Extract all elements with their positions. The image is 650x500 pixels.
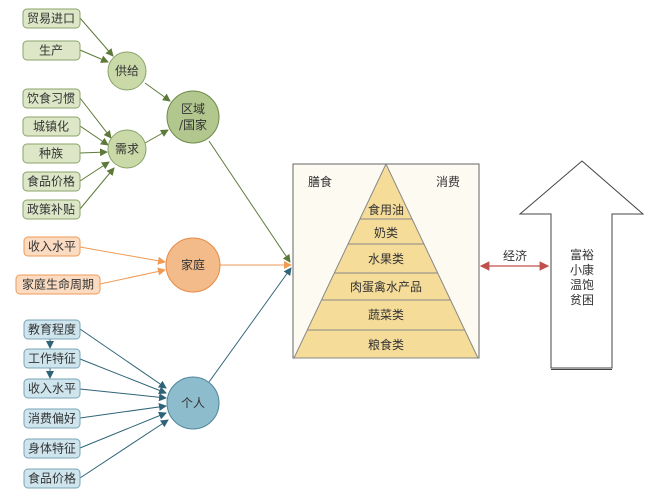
- individual-node: [166, 376, 220, 430]
- individual-input: 教育程度: [28, 322, 76, 337]
- region-label-line1: 区域: [181, 102, 205, 116]
- household-node: [165, 237, 221, 293]
- household-input: 收入水平: [28, 240, 76, 254]
- demand-input: 种族: [39, 147, 63, 161]
- diet-pyramid: [293, 162, 479, 359]
- economic-level-arrow: [518, 160, 645, 369]
- supply-node: [107, 51, 147, 91]
- household-input-box: [15, 274, 101, 295]
- demand-input: 政策补贴: [27, 203, 75, 217]
- individual-input-boxes: 教育程度 工作特征 收入水平 消费偏好 身体特征 食品价格: [23, 319, 81, 489]
- region-label-line2: /国家: [179, 117, 207, 132]
- pyramid-layer: 奶类: [374, 226, 398, 240]
- demand-input: 食品价格: [27, 174, 75, 189]
- supply-input: 生产: [39, 44, 63, 58]
- level-label: 温饱: [570, 277, 594, 292]
- household-input-box: [23, 236, 81, 257]
- pyramid-dividers: [307, 218, 465, 331]
- pyramid-layer: 粮食类: [368, 337, 404, 352]
- demand-label: 需求: [115, 142, 139, 156]
- pyramid-layer: 肉蛋禽水产品: [350, 279, 422, 294]
- region-arrows: [79, 17, 291, 263]
- supply-label: 供给: [115, 64, 139, 78]
- individual-input: 食品价格: [28, 471, 76, 486]
- pyramid-layer: 水果类: [368, 252, 404, 266]
- pyramid-layer: 蔬菜类: [368, 308, 404, 322]
- demand-node: [107, 129, 147, 169]
- household-input: 家庭生命周期: [22, 277, 94, 292]
- individual-input: 工作特征: [28, 351, 76, 366]
- demand-input: 饮食习惯: [27, 91, 75, 106]
- individual-input: 收入水平: [28, 382, 76, 396]
- level-label: 小康: [570, 262, 594, 277]
- region-node: [166, 90, 220, 144]
- individual-input: 身体特征: [28, 441, 76, 456]
- individual-arrows: [46, 267, 292, 479]
- pyramid-left-label: 膳食: [308, 174, 332, 189]
- pyramid-right-label: 消费: [436, 175, 460, 189]
- pyramid-layer: 食用油: [368, 202, 404, 217]
- economy-label: 经济: [503, 248, 527, 263]
- level-label: 富裕: [570, 247, 594, 262]
- level-label: 贫困: [570, 292, 594, 307]
- demand-input-boxes: 饮食习惯 城镇化 种族 食品价格 政策补贴: [22, 88, 81, 220]
- individual-label: 个人: [181, 396, 205, 410]
- household-label: 家庭: [181, 257, 205, 272]
- individual-input: 消费偏好: [28, 411, 76, 426]
- supply-input: 贸易进口: [27, 12, 75, 26]
- supply-input-boxes: 贸易进口 生产: [22, 8, 81, 61]
- household-arrows: [79, 246, 292, 285]
- demand-input: 城镇化: [33, 120, 69, 134]
